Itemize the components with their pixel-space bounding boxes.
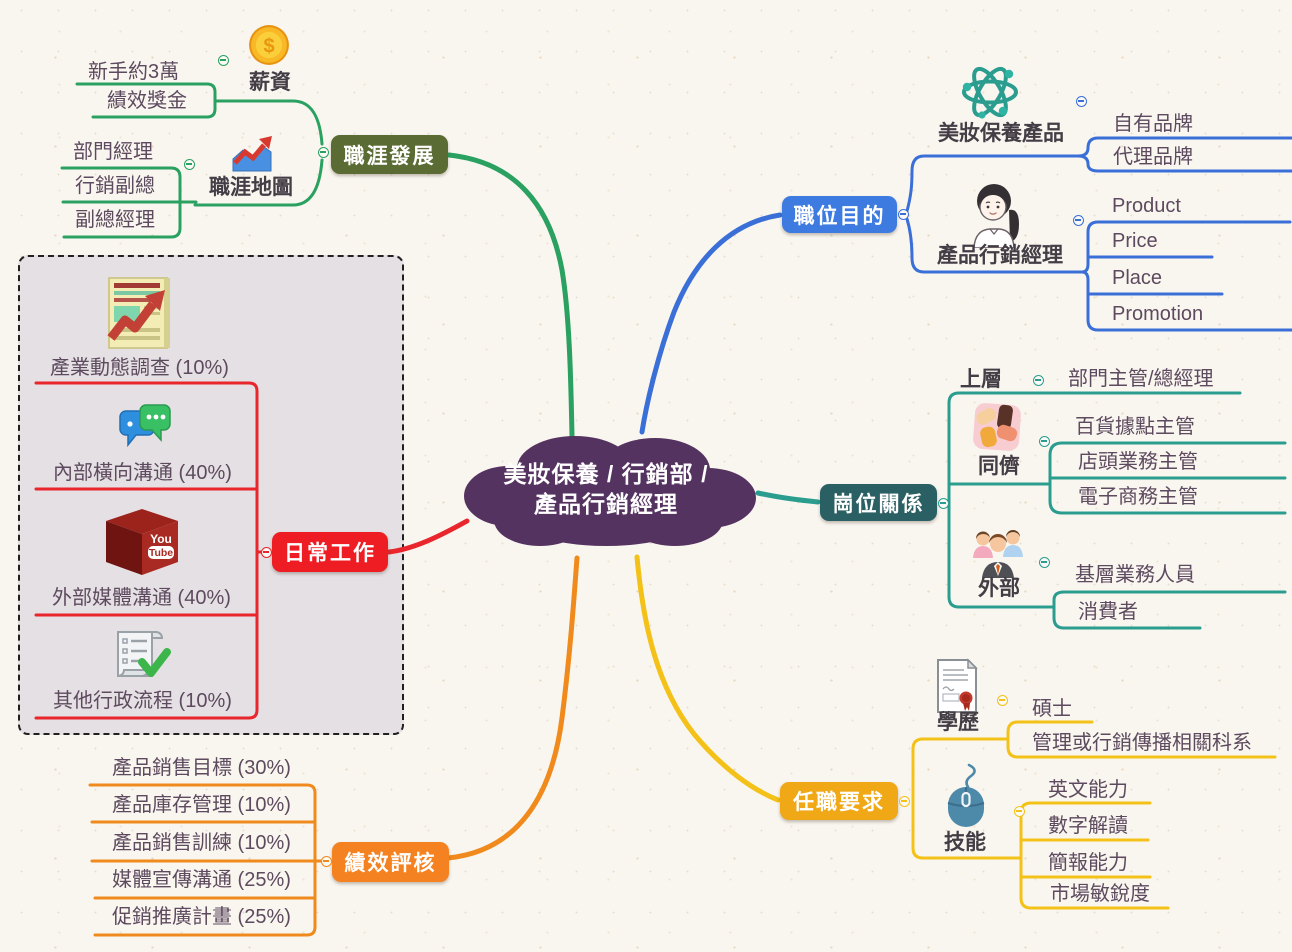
collapse-toggle-products[interactable] xyxy=(1075,95,1087,107)
topic-education-child-major[interactable]: 管理或行銷傳播相關科系 xyxy=(1032,732,1252,754)
topic-peers-child-store-sales[interactable]: 店頭業務主管 xyxy=(1078,451,1198,473)
atom-icon xyxy=(960,62,1020,127)
coin-icon: $ xyxy=(248,24,290,71)
purpose-branch-lines xyxy=(639,136,1292,435)
topic-salary-child-newbie[interactable]: 新手約3萬 xyxy=(88,61,180,83)
topic-daily-item-external-media[interactable]: 外部媒體溝通 (40%) xyxy=(52,587,231,609)
youtube-text-you: You xyxy=(150,532,172,546)
topic-skills[interactable]: 技能 xyxy=(944,831,986,854)
topic-education[interactable]: 學歷 xyxy=(937,711,979,734)
topic-beauty-products[interactable]: 美妝保養產品 xyxy=(938,122,1064,145)
collapse-toggle-relations-branch[interactable] xyxy=(937,497,949,509)
topic-external-child-consumers[interactable]: 消費者 xyxy=(1078,601,1138,623)
central-topic-title: 美妝保養 / 行銷部 / 產品行銷經理 xyxy=(504,460,709,520)
topic-daily-item-internal-communication[interactable]: 內部橫向溝通 (40%) xyxy=(53,462,232,484)
branch-label-career[interactable]: 職涯發展 xyxy=(331,135,448,174)
central-topic[interactable]: 美妝保養 / 行銷部 / 產品行銷經理 xyxy=(450,428,762,552)
certificate-icon xyxy=(934,658,980,719)
youtube-cube-icon: You Tube xyxy=(102,507,182,582)
trend-chart-icon xyxy=(230,133,274,178)
topic-map-child-deputy-gm[interactable]: 副總經理 xyxy=(75,209,155,231)
topic-manager-child-product[interactable]: Product xyxy=(1112,195,1181,217)
performance-branch-lines xyxy=(88,555,580,937)
topic-salary-child-bonus[interactable]: 績效獎金 xyxy=(107,90,187,112)
career-branch-lines xyxy=(60,82,575,439)
news-trend-icon xyxy=(103,276,175,357)
topic-peers[interactable]: 同儕 xyxy=(978,455,1020,478)
checklist-scroll-icon xyxy=(110,626,172,689)
topic-skills-child-presentation[interactable]: 簡報能力 xyxy=(1048,852,1128,874)
chat-bubbles-icon xyxy=(116,401,174,456)
topic-career-map[interactable]: 職涯地圖 xyxy=(209,176,293,199)
cloud-shape xyxy=(464,436,756,546)
topic-map-child-marketing-vp[interactable]: 行銷副總 xyxy=(75,175,155,197)
topic-daily-item-industry-survey[interactable]: 產業動態調查 (10%) xyxy=(50,357,229,379)
requirements-branch-lines xyxy=(634,554,1277,910)
topic-performance-sales-training[interactable]: 產品銷售訓練 (10%) xyxy=(112,832,291,854)
youtube-text-tube: Tube xyxy=(149,547,173,559)
topic-salary[interactable]: 薪資 xyxy=(249,71,291,94)
topic-education-child-master[interactable]: 碩士 xyxy=(1032,698,1072,720)
mouse-icon xyxy=(941,763,991,834)
woman-icon xyxy=(966,180,1026,253)
topic-manager-child-price[interactable]: Price xyxy=(1112,230,1158,252)
collapse-toggle-performance-branch[interactable] xyxy=(320,855,332,867)
branch-label-performance[interactable]: 績效評核 xyxy=(332,842,449,882)
collapse-toggle-career-map[interactable] xyxy=(183,158,195,170)
daily-work-boundary-region xyxy=(18,255,404,735)
branch-label-requirements[interactable]: 任職要求 xyxy=(780,782,898,820)
topic-manager-child-place[interactable]: Place xyxy=(1112,267,1163,289)
topic-performance-sales-target[interactable]: 產品銷售目標 (30%) xyxy=(112,757,291,779)
collapse-toggle-requirements-branch[interactable] xyxy=(898,795,910,807)
topic-products-child-own-brand[interactable]: 自有品牌 xyxy=(1113,113,1193,135)
collapse-toggle-education[interactable] xyxy=(996,694,1008,706)
topic-external-child-frontline-sales[interactable]: 基層業務人員 xyxy=(1075,564,1195,586)
topic-manager-child-promotion[interactable]: Promotion xyxy=(1112,303,1204,325)
topic-performance-media-publicity[interactable]: 媒體宣傳溝通 (25%) xyxy=(112,869,291,891)
relations-branch-lines xyxy=(755,391,1287,630)
collapse-toggle-salary[interactable] xyxy=(217,54,229,66)
topic-map-child-dept-manager[interactable]: 部門經理 xyxy=(73,141,153,163)
collapse-toggle-peers[interactable] xyxy=(1038,435,1050,447)
topic-product-marketing-manager[interactable]: 產品行銷經理 xyxy=(937,244,1063,267)
branch-label-purpose[interactable]: 職位目的 xyxy=(782,196,897,233)
topic-performance-promotion-plan[interactable]: 促銷推廣計畫 (25%) xyxy=(112,906,291,928)
collapse-toggle-upper[interactable] xyxy=(1032,374,1044,386)
branch-label-relations[interactable]: 崗位關係 xyxy=(820,484,937,521)
topic-peers-child-dept-store[interactable]: 百貨據點主管 xyxy=(1075,416,1195,438)
topic-upper-level[interactable]: 上層 xyxy=(960,368,1002,391)
collapse-toggle-purpose-branch[interactable] xyxy=(897,208,909,220)
central-topic-line2: 產品行銷經理 xyxy=(533,491,678,517)
topic-upper-child-dept-head-gm[interactable]: 部門主管/總經理 xyxy=(1068,368,1214,390)
collapse-toggle-daily-branch[interactable] xyxy=(260,546,272,558)
topic-skills-child-market-acumen[interactable]: 市場敏銳度 xyxy=(1050,883,1150,905)
topic-peers-child-ecommerce[interactable]: 電子商務主管 xyxy=(1078,486,1198,508)
topic-daily-item-admin-process[interactable]: 其他行政流程 (10%) xyxy=(53,690,232,712)
collapse-toggle-skills[interactable] xyxy=(1013,805,1025,817)
daily-branch-lines xyxy=(34,381,470,720)
hands-icon xyxy=(971,401,1023,458)
collapse-toggle-manager[interactable] xyxy=(1072,214,1084,226)
topic-products-child-agency-brand[interactable]: 代理品牌 xyxy=(1113,146,1193,168)
topic-external[interactable]: 外部 xyxy=(978,577,1020,600)
topic-skills-child-numeracy[interactable]: 數字解讀 xyxy=(1048,815,1128,837)
collapse-toggle-career-branch[interactable] xyxy=(317,146,329,158)
central-topic-line1: 美妝保養 / 行銷部 / xyxy=(503,461,709,488)
coin-dollar-glyph: $ xyxy=(263,35,274,57)
topic-performance-inventory[interactable]: 產品庫存管理 (10%) xyxy=(112,794,291,816)
people-icon xyxy=(970,524,1026,583)
topic-skills-child-english[interactable]: 英文能力 xyxy=(1048,779,1128,801)
collapse-toggle-external[interactable] xyxy=(1038,556,1050,568)
branch-label-daily[interactable]: 日常工作 xyxy=(272,532,388,572)
